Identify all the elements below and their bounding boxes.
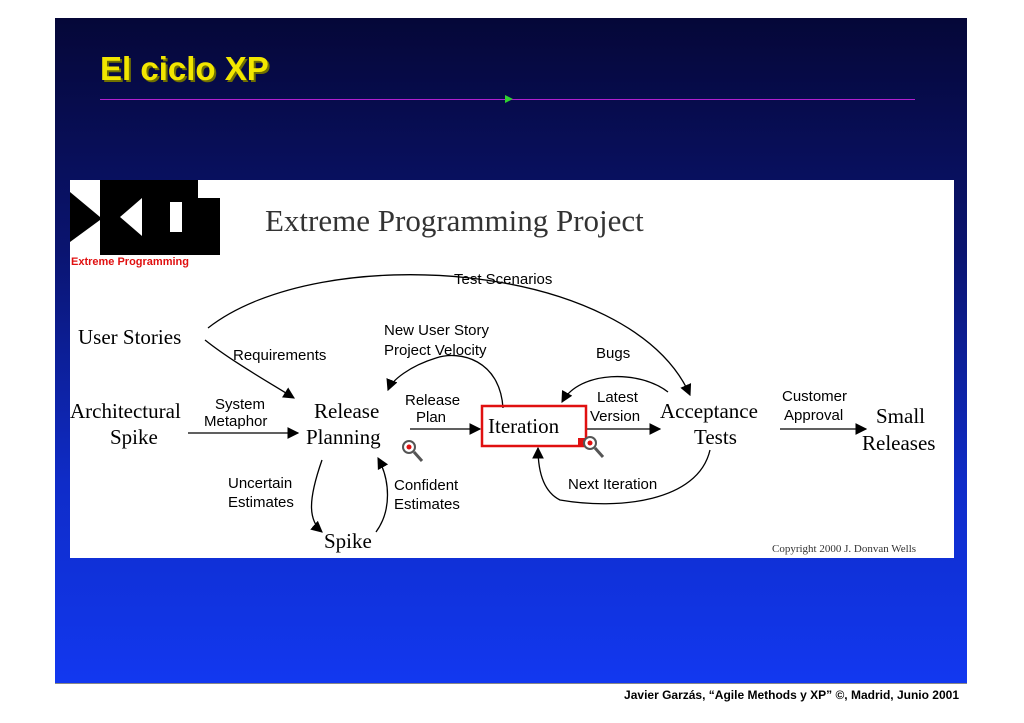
arrow-confident-estimates xyxy=(375,456,389,533)
slide-title: El ciclo XP xyxy=(100,50,269,87)
label-next-iteration: Next Iteration xyxy=(568,476,657,493)
label-latest-version-line1: Latest xyxy=(597,389,639,406)
logo-p-notch xyxy=(198,180,220,198)
iteration-box xyxy=(480,404,588,448)
logo-caption: Extreme Programming xyxy=(71,256,189,268)
xp-logo: Extreme Programming xyxy=(70,180,220,268)
arrow-next-iteration xyxy=(532,446,711,505)
label-uncertain-estimates-line1: Uncertain xyxy=(228,475,292,492)
node-release-planning-line1: Release xyxy=(314,399,379,423)
label-customer-approval-line2: Approval xyxy=(784,407,843,424)
label-bugs: Bugs xyxy=(596,345,630,362)
diagram-copyright: Copyright 2000 J. Donvan Wells xyxy=(772,543,916,555)
arrow-requirements xyxy=(204,339,295,399)
node-acceptance-tests-line1: Acceptance xyxy=(660,399,758,423)
arrow-new-user-story xyxy=(386,354,504,409)
arrow-test-scenarios xyxy=(207,274,692,397)
label-confident-estimates-line1: Confident xyxy=(394,477,459,494)
logo-arrow-left-icon xyxy=(120,198,142,236)
logo-x-notch-top xyxy=(70,180,100,217)
xp-diagram: Extreme Programming Extreme Programming … xyxy=(70,180,954,558)
node-small-releases-line1: Small xyxy=(876,404,925,428)
divider-arrow-icon xyxy=(505,95,513,103)
magnifier-icon xyxy=(583,436,605,458)
label-latest-version-line2: Version xyxy=(590,408,640,425)
logo-x-notch-bottom xyxy=(70,220,100,255)
label-project-velocity: Project Velocity xyxy=(384,342,487,359)
arrow-bugs xyxy=(561,376,669,404)
slide: El ciclo XP Extreme Programming Extreme … xyxy=(55,18,967,683)
arrow-uncertain-estimates xyxy=(310,459,323,533)
label-release-plan-line2: Plan xyxy=(416,409,446,426)
label-release-plan-line1: Release xyxy=(405,392,460,409)
diagram-heading: Extreme Programming Project xyxy=(265,203,644,238)
label-requirements: Requirements xyxy=(233,347,326,364)
node-release-planning-line2: Planning xyxy=(306,425,381,449)
label-customer-approval-line1: Customer xyxy=(782,388,847,405)
node-architectural-spike-line2: Spike xyxy=(110,425,158,449)
footer-bar: Javier Garzás, “Agile Methods y XP” ©, M… xyxy=(55,683,967,706)
footer-credit: Javier Garzás, “Agile Methods y XP” ©, M… xyxy=(624,688,959,702)
logo-p-gap xyxy=(170,202,182,232)
node-small-releases-line2: Releases xyxy=(862,431,935,455)
label-system-metaphor-line2: Metaphor xyxy=(204,413,267,430)
node-architectural-spike-line1: Architectural xyxy=(70,399,181,423)
label-uncertain-estimates-line2: Estimates xyxy=(228,494,294,511)
label-confident-estimates-line2: Estimates xyxy=(394,496,460,513)
node-spike: Spike xyxy=(324,529,372,553)
label-new-user-story: New User Story xyxy=(384,322,490,339)
label-test-scenarios: Test Scenarios xyxy=(454,271,552,288)
node-iteration: Iteration xyxy=(488,414,560,438)
node-user-stories: User Stories xyxy=(78,325,181,349)
magnifier-icon xyxy=(402,440,424,462)
label-system-metaphor-line1: System xyxy=(215,396,265,413)
iteration-box-corner xyxy=(578,438,587,447)
node-acceptance-tests-line2: Tests xyxy=(694,425,737,449)
diagram-canvas: Extreme Programming Extreme Programming … xyxy=(70,180,935,555)
